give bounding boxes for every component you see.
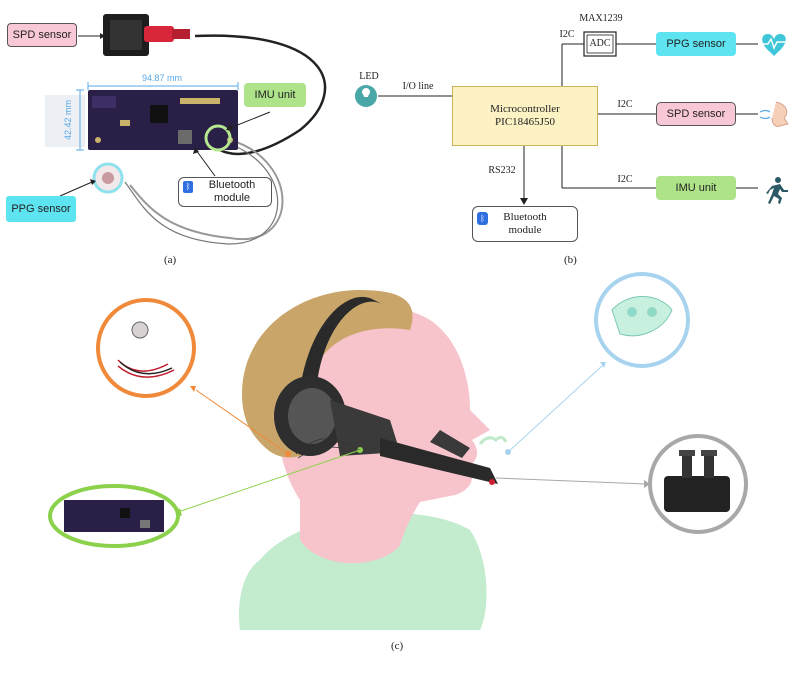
panel-a-imu-label: IMU unit <box>244 83 306 107</box>
panel-b-bt-line2: module <box>508 224 542 236</box>
panel-b-adc: ADC <box>589 38 611 50</box>
panel-b-i2c-spd: I2C <box>617 99 633 111</box>
panel-b-io-line: I/O line <box>402 81 434 93</box>
panel-a-caption: (a) <box>164 254 177 266</box>
panel-c: (c) <box>0 270 798 674</box>
bluetooth-icon: ᛒ <box>183 181 193 193</box>
breathing-face-icon <box>759 101 789 127</box>
panel-c-caption: (c) <box>391 640 404 652</box>
panel-c-illustration <box>48 272 748 630</box>
microcontroller-block: Microcontroller PIC18465J50 <box>452 86 598 146</box>
panel-b-i2c-imu: I2C <box>617 174 633 186</box>
panel-a: SPD sensor IMU unit PPG sensor ᛒ Bluetoo… <box>0 0 330 270</box>
panel-b-max-label: MAX1239 <box>579 13 623 25</box>
panel-b-ppg-block: PPG sensor <box>656 32 736 56</box>
panel-b-caption: (b) <box>564 254 577 266</box>
panel-b-i2c-adc: I2C <box>559 29 575 41</box>
panel-b-bluetooth-block: ᛒ Bluetooth module <box>472 206 578 242</box>
panel-b-bt-line1: Bluetooth <box>503 211 547 224</box>
board-callout <box>48 484 180 548</box>
panel-b-rs232: RS232 <box>488 165 516 177</box>
panel-a-bt-line2: module <box>213 192 251 204</box>
panel-a-bluetooth-label: ᛒ Bluetooth module <box>178 177 272 207</box>
spd-sensor-photo <box>103 14 190 56</box>
panel-a-ppg-label: PPG sensor <box>6 196 76 222</box>
ppg-callout <box>96 298 196 398</box>
panel-a-spd-label: SPD sensor <box>7 23 77 47</box>
mcu-line1: Microcontroller <box>490 103 560 116</box>
panel-a-width-dim: 94.87 mm <box>141 72 183 83</box>
mcu-line2: PIC18465J50 <box>495 116 555 128</box>
shirt <box>238 513 487 630</box>
panel-b-imu-block: IMU unit <box>656 176 736 200</box>
panel-b-block-diagram <box>355 31 789 205</box>
bluetooth-icon: ᛒ <box>477 212 488 225</box>
panel-b-spd-block: SPD sensor <box>656 102 736 126</box>
panel-a-height-dim: 42.42 mm <box>62 99 73 141</box>
panel-a-photo <box>45 14 327 245</box>
panel-b: LED I/O line Microcontroller PIC18465J50… <box>340 0 798 270</box>
boom-arm <box>380 438 498 484</box>
running-person-icon <box>766 177 788 204</box>
cannula-callout <box>594 272 690 368</box>
imu-highlight <box>204 124 232 152</box>
panel-a-bt-line1: Bluetooth <box>208 179 256 192</box>
heart-icon <box>762 34 786 56</box>
panel-b-led: LED <box>359 71 379 83</box>
spd-callout <box>648 434 748 534</box>
